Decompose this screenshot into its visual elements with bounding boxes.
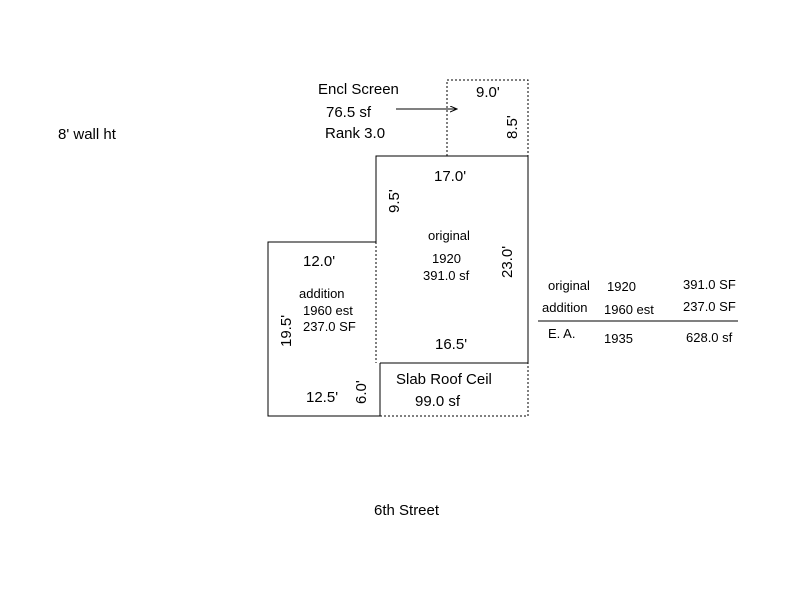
wall-height-note: 8' wall ht [58,126,117,143]
original-name: original [428,228,470,243]
summary-row-label: original [548,278,590,293]
summary-row-area: 391.0 SF [683,277,736,292]
original-dim-left: 9.5' [386,189,403,213]
summary-row-year: 1920 [607,279,636,294]
addition-dim-bottom: 12.5' [306,389,338,406]
addition-year: 1960 est [303,303,353,318]
addition-name: addition [299,286,345,301]
original-dim-top: 17.0' [434,168,466,185]
summary-total-area: 628.0 sf [686,330,733,345]
slab-name: Slab Roof Ceil [396,371,492,388]
original-dim-bottom: 16.5' [435,336,467,353]
encl-screen-dim-width: 9.0' [476,84,500,101]
area-summary-table: original 1920 391.0 SF addition 1960 est… [538,277,738,346]
encl-screen-area: 76.5 sf [326,104,372,121]
summary-row-area: 237.0 SF [683,299,736,314]
encl-screen-outline [446,79,529,156]
street-label: 6th Street [374,502,440,519]
original-dim-right: 23.0' [499,246,516,278]
summary-row-label: addition [542,300,588,315]
encl-screen-name: Encl Screen [318,81,399,98]
original-year: 1920 [432,251,461,266]
addition-area: 237.0 SF [303,319,356,334]
addition-dim-top: 12.0' [303,253,335,270]
addition-dim-left: 19.5' [278,315,295,347]
original-area: 391.0 sf [423,268,470,283]
addition-dim-right: 6.0' [353,380,370,404]
slab-area: 99.0 sf [415,393,461,410]
encl-screen-rank: Rank 3.0 [325,125,385,142]
summary-row-year: 1960 est [604,302,654,317]
original-outline-solid [375,155,529,364]
summary-total-year: 1935 [604,331,633,346]
summary-total-label: E. A. [548,326,575,341]
slab-outline [380,363,529,417]
encl-screen-dim-depth: 8.5' [504,115,521,139]
addition-outline [267,241,381,417]
